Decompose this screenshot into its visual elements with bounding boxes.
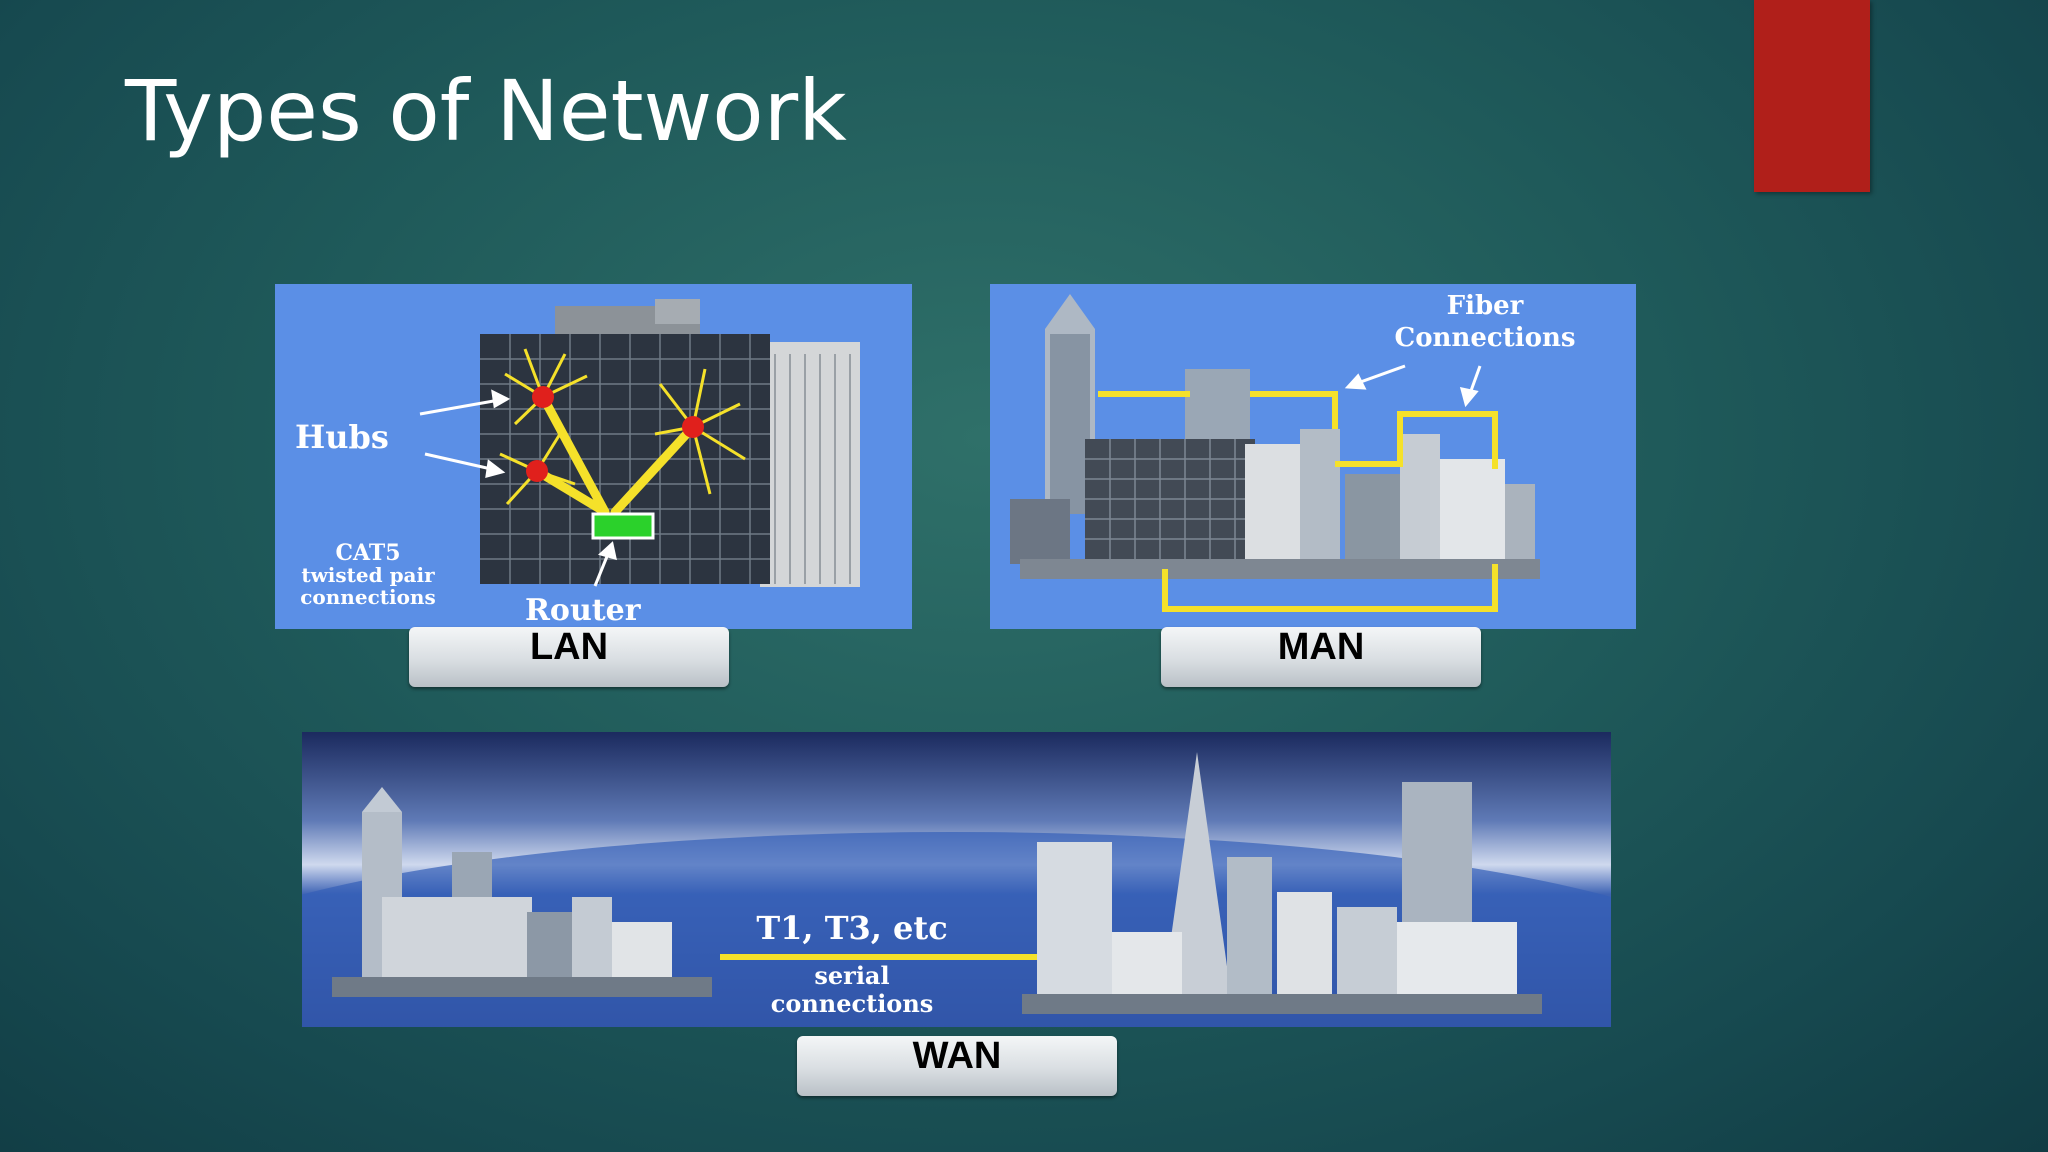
man-label: MAN bbox=[1161, 627, 1481, 687]
accent-bar bbox=[1754, 0, 1870, 192]
serial-label: serial bbox=[814, 961, 889, 990]
hubs-label: Hubs bbox=[295, 418, 389, 456]
cat5-label: CAT5 bbox=[335, 540, 400, 566]
man-image: Fiber Connections bbox=[990, 284, 1636, 629]
fiber-label: Fiber bbox=[1447, 291, 1524, 321]
twisted-pair-label: twisted pair bbox=[301, 563, 435, 587]
serial-connections-label: connections bbox=[771, 989, 934, 1018]
router-label: Router bbox=[525, 593, 642, 628]
lan-label: LAN bbox=[409, 627, 729, 687]
lan-image: Hubs CAT5 twisted pair connections Route… bbox=[275, 284, 912, 629]
fiber-connections-label: Connections bbox=[1395, 323, 1576, 353]
wan-image: T1, T3, etc serial connections bbox=[302, 732, 1611, 1027]
t-lines-label: T1, T3, etc bbox=[756, 909, 947, 947]
slide-title: Types of Network bbox=[125, 62, 847, 160]
connections-label: connections bbox=[300, 585, 435, 609]
wan-label: WAN bbox=[797, 1036, 1117, 1096]
